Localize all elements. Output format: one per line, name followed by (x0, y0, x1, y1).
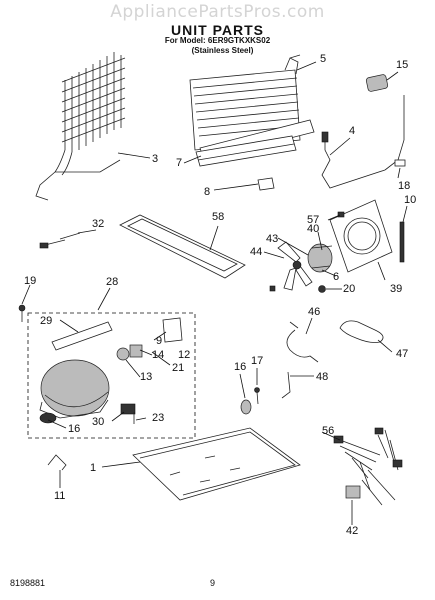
callout-19: 18 (398, 180, 410, 192)
compressor-assembly-box (27, 312, 196, 439)
callout-42: 42 (346, 525, 358, 537)
tube-part-48 (281, 371, 291, 399)
leader-lines (21, 61, 408, 525)
callout-14: 16 (68, 423, 80, 435)
callout-29: 29 (40, 315, 52, 327)
callout-15: 14 (152, 349, 164, 361)
callout-43: 43 (266, 233, 278, 245)
watermark-text: AppliancePartsPros.com (110, 2, 325, 22)
fan-bracket-part (269, 211, 345, 292)
callout-labels: 3 5 15 4 7 8 18 10 58 32 57 40 43 44 6 2… (24, 53, 416, 537)
clip-part-11 (47, 454, 67, 471)
callout-48: 48 (316, 371, 328, 383)
callout-39: 39 (390, 283, 402, 295)
model-line: For Model: 6ER9GTKXKS02 (164, 36, 271, 45)
callout-10: 10 (404, 194, 416, 206)
callout-57: 57 (307, 214, 319, 226)
fan-motor-part (307, 243, 333, 273)
callout-21: 20 (343, 283, 355, 295)
callout-56: 56 (322, 425, 334, 437)
defrost-sensor-part (321, 95, 406, 189)
callout-13: 13 (140, 371, 152, 383)
callout-7: 7 (176, 157, 182, 169)
nut-part (318, 285, 326, 293)
callout-30: 32 (92, 218, 104, 230)
callout-4: 4 (349, 125, 355, 137)
callout-1: 1 (90, 462, 96, 474)
grommet-part (240, 399, 252, 415)
document-number: 8198881 (10, 578, 46, 588)
gasket-strip-part (399, 221, 405, 263)
callout-32: 30 (92, 416, 104, 428)
relay-part-15 (129, 344, 143, 358)
callout-5: 5 (320, 53, 326, 65)
callout-46: 46 (308, 306, 320, 318)
overload-part-13 (116, 347, 130, 361)
grommet-part-14 (39, 412, 57, 424)
drain-hose-part (339, 320, 384, 343)
harness-plug-part (39, 232, 81, 249)
page-number: 9 (210, 578, 216, 588)
drain-trough-part (195, 135, 297, 167)
wire-harness-part (333, 427, 403, 506)
callout-20: 19 (24, 275, 36, 287)
capacitor-part-29 (51, 321, 113, 351)
callout-8: 8 (204, 186, 210, 198)
screw-part (254, 387, 260, 405)
terminal-part-32 (120, 403, 136, 415)
fan-blade-part (277, 241, 313, 291)
callout-27: 23 (152, 412, 164, 424)
callout-11: 11 (54, 490, 65, 502)
callout-3: 3 (152, 153, 158, 165)
callout-23: 21 (172, 362, 184, 374)
callout-18: 17 (251, 355, 263, 367)
callout-58: 58 (212, 211, 224, 223)
page-title: UNIT PARTS (171, 22, 264, 38)
finish-line: (Stainless Steel) (191, 46, 254, 55)
thermistor-cover-part (365, 74, 389, 92)
callout-16: 15 (396, 59, 408, 71)
callout-6: 6 (333, 271, 339, 283)
callout-12: 12 (178, 349, 190, 361)
callout-44: 44 (250, 246, 262, 258)
base-plate-part (132, 427, 301, 501)
callout-9: 9 (156, 335, 162, 347)
tubing-part (286, 321, 319, 363)
evaporator-clip-part (257, 177, 275, 191)
screw-part-20 (18, 304, 26, 322)
compressor-part (39, 359, 110, 419)
callout-17: 16 (234, 361, 246, 373)
callout-28: 28 (106, 276, 118, 288)
drain-pan-part (119, 214, 246, 279)
cover-part-12 (162, 317, 183, 343)
condenser-coil-part (35, 52, 126, 201)
callout-40: 40 (307, 223, 319, 235)
fan-shroud-part (329, 199, 393, 273)
callout-47: 47 (396, 348, 408, 360)
